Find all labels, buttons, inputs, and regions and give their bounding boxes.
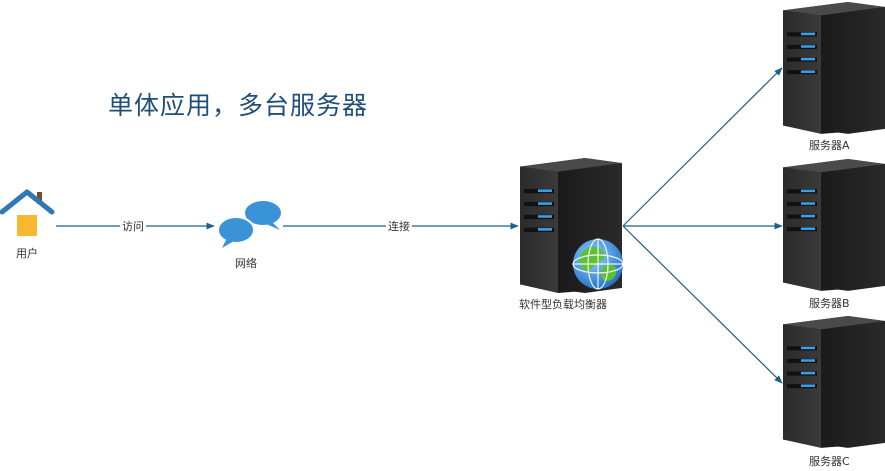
edge-label-visit: 访问 (120, 218, 146, 234)
node-label-load-balancer: 软件型负载均衡器 (519, 298, 607, 311)
chat-bubbles-icon[interactable] (217, 201, 281, 248)
node-label-server-b: 服务器B (809, 297, 850, 310)
globe-icon (572, 238, 624, 290)
edge-lb-to-server-c (622, 225, 783, 384)
edge-label-connect: 连接 (386, 218, 412, 234)
edges (56, 67, 783, 384)
edge-lb-to-server-a (622, 67, 783, 227)
node-label-server-a: 服务器A (809, 139, 850, 152)
diagram-title: 单体应用，多台服务器 (108, 91, 369, 120)
node-label-server-c: 服务器C (809, 455, 850, 468)
node-label-user: 用户 (16, 247, 38, 260)
node-label-network: 网络 (235, 257, 257, 270)
server-icon-a[interactable] (783, 2, 885, 134)
server-icon-c[interactable] (783, 316, 885, 448)
house-icon[interactable] (0, 189, 55, 236)
server-icon-b[interactable] (783, 159, 885, 291)
